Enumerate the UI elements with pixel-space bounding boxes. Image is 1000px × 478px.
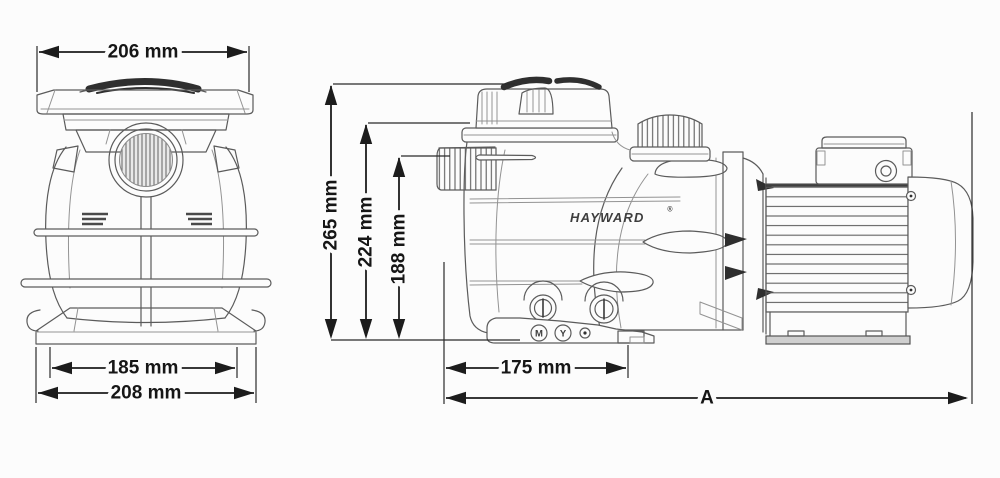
- dim-label-265: 265 mm: [321, 180, 342, 251]
- clamp-knob-upper: [725, 233, 747, 247]
- front-left-ear: [52, 145, 79, 173]
- dim-label-208: 208 mm: [111, 383, 182, 404]
- side-rib-bullet-upper: [642, 230, 728, 254]
- arrow-down: [324, 319, 338, 339]
- dim-front-base-inner-width: 185 mm: [49, 347, 238, 383]
- arrow-right: [215, 361, 235, 375]
- base-marking-m: M: [535, 329, 543, 340]
- motor-fins: [765, 183, 909, 313]
- motor-junction-box: [815, 147, 913, 185]
- side-discharge-port-threads: [637, 114, 703, 149]
- front-view-drawing: [20, 78, 272, 345]
- arrow-left: [446, 391, 466, 405]
- brand-logo: HAYWARD: [570, 210, 645, 225]
- side-inlet-port-threads: [436, 147, 497, 191]
- registered-mark: ®: [667, 206, 673, 214]
- dim-label-a: A: [700, 388, 714, 409]
- dim-label-185: 185 mm: [108, 358, 179, 379]
- front-collar: [62, 113, 230, 131]
- arrow-up: [359, 124, 373, 144]
- dim-label-224: 224 mm: [356, 197, 377, 268]
- arrow-down: [392, 319, 406, 339]
- front-lid: [36, 89, 254, 115]
- front-rib-upper: [33, 228, 259, 237]
- dim-label-175: 175 mm: [501, 358, 572, 379]
- dim-label-206: 206 mm: [108, 42, 179, 63]
- front-lid-handle-dark: [85, 78, 202, 93]
- side-view-drawing: M Y HAYWARD ®: [436, 76, 974, 345]
- front-rib-lower: [20, 278, 272, 288]
- junction-box-lid: [821, 136, 907, 149]
- side-slot: [475, 154, 537, 161]
- dim-side-lid-height: 224 mm: [351, 122, 470, 339]
- dim-label-188: 188 mm: [389, 214, 410, 285]
- front-base: [35, 307, 257, 345]
- side-lid-knob: [518, 87, 554, 115]
- arrow-right: [948, 391, 968, 405]
- arrow-right: [234, 386, 254, 400]
- front-right-ear: [213, 145, 240, 173]
- side-lid-handle-dark: [500, 76, 553, 91]
- clamp-knob-lower: [725, 266, 747, 280]
- arrow-left: [446, 361, 466, 375]
- dim-front-top-width: 206 mm: [36, 37, 250, 92]
- front-strainer-grille: [119, 133, 173, 187]
- arrow-left: [38, 386, 58, 400]
- arrow-up: [392, 157, 406, 177]
- cable-gland: [874, 159, 898, 183]
- dim-side-inlet-height: 188 mm: [384, 155, 450, 339]
- front-label-block-right: [186, 212, 212, 226]
- dim-side-overall-height: 265 mm: [316, 83, 515, 339]
- arrow-left: [52, 361, 72, 375]
- side-lid: [475, 88, 613, 129]
- motor-foot: [765, 335, 911, 345]
- arrow-right: [606, 361, 626, 375]
- dim-side-base-length: 175 mm: [443, 262, 629, 404]
- side-rib-bullet-lower: [579, 271, 654, 293]
- motor-end-cap: [907, 176, 974, 309]
- front-body-left: [45, 146, 68, 319]
- arrow-up: [324, 85, 338, 105]
- dim-side-overall-length: A: [446, 112, 973, 413]
- arrow-down: [359, 319, 373, 339]
- dim-front-base-outer-width: 208 mm: [35, 347, 257, 408]
- base-marking-y: Y: [560, 329, 567, 340]
- arrow-left: [39, 45, 59, 59]
- front-strainer-outer-ring: [108, 122, 184, 198]
- arrow-right: [227, 45, 247, 59]
- front-label-block-left: [82, 212, 108, 226]
- front-body-right: [224, 146, 247, 319]
